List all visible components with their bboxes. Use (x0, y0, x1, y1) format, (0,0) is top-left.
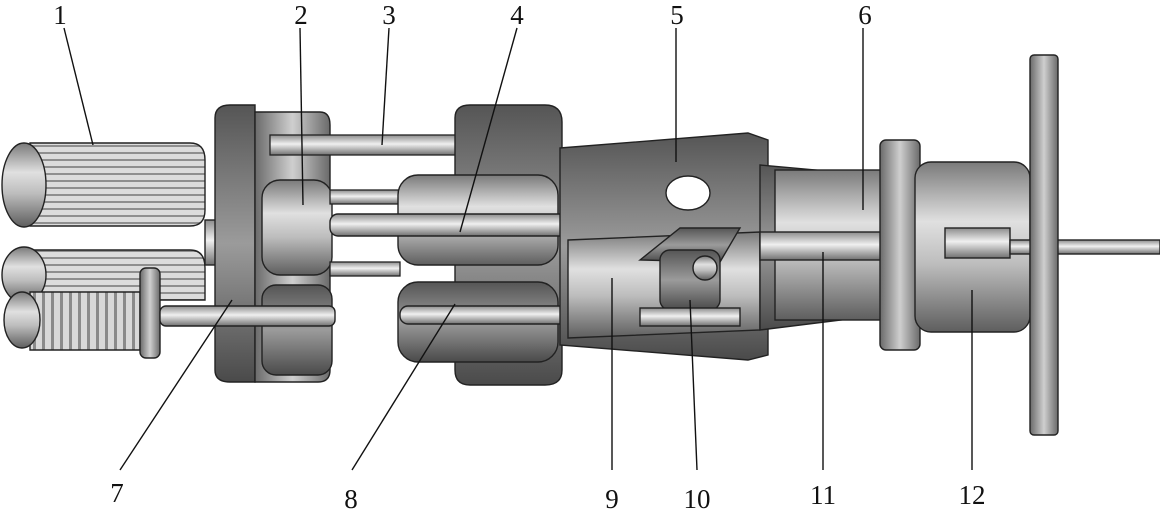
callout-3: 3 (382, 0, 396, 30)
callout-11: 11 (810, 480, 836, 510)
right-housing (914, 54, 1160, 436)
leader-4 (459, 27, 518, 233)
leader-8 (351, 303, 456, 471)
leader-10 (689, 299, 698, 471)
leader-3 (381, 27, 390, 146)
leader-1 (63, 27, 94, 146)
callout-5: 5 (670, 0, 684, 30)
bellows-assembly (1, 142, 206, 359)
callout-9: 9 (605, 484, 619, 514)
callout-1: 1 (53, 0, 67, 30)
callout-6: 6 (858, 0, 872, 30)
callout-7: 7 (110, 478, 124, 508)
leader-7 (119, 299, 233, 471)
callout-10: 10 (683, 484, 711, 514)
callout-12: 12 (958, 480, 986, 510)
callout-4: 4 (510, 0, 524, 30)
middle-housing (159, 104, 661, 386)
leader-2 (299, 27, 304, 206)
callout-8: 8 (344, 484, 358, 514)
leader-lines (63, 27, 973, 471)
callout-2: 2 (294, 0, 308, 30)
